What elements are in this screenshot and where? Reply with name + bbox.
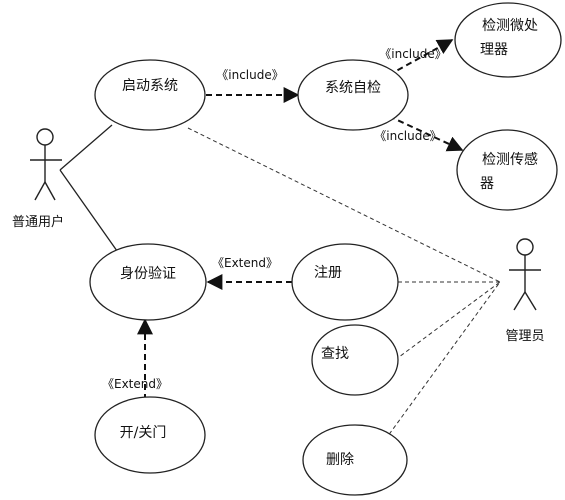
use-case-query[interactable]: 查找 — [311, 324, 399, 396]
actor-admin[interactable]: 管理员 — [505, 238, 545, 344]
use-case-check-mcu-label-1: 检测微处 — [482, 18, 538, 34]
association-admin-query — [394, 281, 501, 361]
actor-admin-label: 管理员 — [505, 329, 544, 344]
use-case-start-system-label: 启动系统 — [122, 78, 178, 94]
actor-admin-left-leg — [513, 291, 526, 311]
actor-admin-right-leg — [524, 291, 537, 311]
include-label-selfcheck-mcu: 《include》 — [379, 47, 446, 61]
include-label-selfcheck-sensor: 《include》 — [374, 129, 441, 143]
use-case-check-mcu[interactable]: 检测微处 理器 — [454, 2, 562, 78]
use-case-register-label: 注册 — [314, 265, 342, 281]
association-admin-delete — [384, 281, 501, 441]
association-admin-start — [187, 127, 501, 283]
association-user-identity — [59, 169, 123, 259]
use-case-start-system[interactable]: 启动系统 — [94, 59, 206, 131]
use-case-self-check[interactable]: 系统自检 — [297, 59, 409, 131]
use-case-self-check-label: 系统自检 — [325, 80, 381, 96]
use-case-check-sensor[interactable]: 检测传感 器 — [456, 129, 558, 211]
actor-user-label: 普通用户 — [12, 214, 64, 230]
use-case-identity-verify[interactable]: 身份验证 — [89, 243, 207, 321]
extend-label-door-identity: 《Extend》 — [102, 377, 168, 391]
use-case-open-close-door[interactable]: 开/关门 — [94, 396, 206, 474]
use-case-register[interactable]: 注册 — [291, 243, 399, 321]
use-case-delete[interactable]: 删除 — [302, 424, 408, 496]
use-case-delete-label: 删除 — [326, 452, 354, 468]
use-case-check-sensor-label-1: 检测传感 — [482, 151, 538, 168]
use-case-check-sensor-label-2: 器 — [480, 176, 494, 192]
actor-user-head — [36, 128, 54, 146]
actor-user-right-leg — [44, 181, 56, 201]
extend-label-register-identity: 《Extend》 — [212, 256, 278, 270]
actor-user[interactable]: 普通用户 — [12, 128, 64, 230]
association-user-start — [59, 124, 113, 171]
actor-user-left-leg — [34, 181, 46, 201]
actor-admin-head — [516, 238, 534, 256]
use-case-open-close-door-label: 开/关门 — [120, 425, 167, 441]
use-case-identity-verify-label: 身份验证 — [120, 266, 176, 282]
use-case-query-label: 查找 — [321, 346, 349, 362]
include-label-start-selfcheck: 《include》 — [216, 68, 283, 82]
use-case-check-mcu-label-2: 理器 — [480, 42, 508, 58]
